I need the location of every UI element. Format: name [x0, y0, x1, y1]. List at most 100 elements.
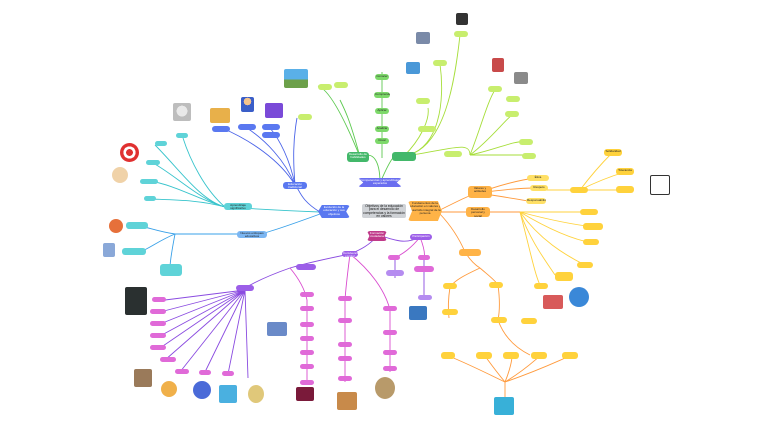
- lime-node-2[interactable]: [334, 82, 348, 88]
- topic-traditional-education[interactable]: Educación tradicional: [283, 182, 307, 189]
- col1-3[interactable]: [300, 322, 314, 327]
- blue-node-1[interactable]: [212, 126, 230, 132]
- col2-2[interactable]: [338, 318, 352, 323]
- part-node-4[interactable]: [386, 270, 404, 276]
- lime-node-9[interactable]: [488, 86, 502, 92]
- orange-leaf-2[interactable]: [476, 352, 492, 359]
- blue-node-4[interactable]: [262, 132, 280, 138]
- magenta-list-6[interactable]: [160, 357, 176, 362]
- teal-node-3[interactable]: [146, 160, 160, 165]
- col3-2[interactable]: [383, 330, 397, 335]
- topic-development-skills[interactable]: Desarrollo de habilidades: [347, 152, 369, 162]
- yellow-node-7[interactable]: [583, 239, 599, 245]
- col1-2[interactable]: [300, 306, 314, 311]
- part-node-1[interactable]: [388, 255, 400, 260]
- yellow-node-2[interactable]: Tolerancia: [616, 168, 634, 175]
- lime-node-3[interactable]: [298, 114, 312, 120]
- yellow-node-5[interactable]: [580, 209, 598, 215]
- sky-node-2[interactable]: [122, 248, 146, 255]
- topic-values-attitudes[interactable]: Valores y actitudes: [468, 186, 492, 198]
- topic-school-coexistence[interactable]: Convivencia escolar: [342, 251, 358, 257]
- orange-leaf-3[interactable]: [503, 352, 519, 359]
- col3-4[interactable]: [383, 366, 397, 371]
- magenta-list-5[interactable]: [150, 345, 166, 350]
- part-node-5[interactable]: [418, 295, 432, 300]
- lime-node-12[interactable]: [522, 153, 536, 159]
- main-branch-left[interactable]: Evolución de la educación y sus objetivo…: [318, 205, 350, 218]
- teal-node-1[interactable]: [176, 133, 188, 138]
- lime-node-1[interactable]: [318, 84, 332, 90]
- lime-node-11[interactable]: [519, 139, 533, 145]
- col1-5[interactable]: [300, 350, 314, 355]
- orange-tree-root[interactable]: [459, 249, 481, 256]
- yellow-node-10[interactable]: [534, 283, 548, 289]
- teal-node-4[interactable]: [140, 179, 158, 184]
- purple-node-2[interactable]: [236, 285, 254, 291]
- magenta-list-4[interactable]: [150, 333, 166, 338]
- lime-node-5[interactable]: [416, 98, 430, 104]
- chain-node-1[interactable]: Conocer: [375, 74, 389, 80]
- col2-4[interactable]: [338, 356, 352, 361]
- col1-6[interactable]: [300, 364, 314, 369]
- col2-5[interactable]: [338, 376, 352, 381]
- lime-node-8[interactable]: [444, 151, 462, 157]
- teal-node-5[interactable]: [144, 196, 156, 201]
- main-branch-right[interactable]: Fundamentos de la educación en valores y…: [408, 201, 442, 221]
- yellow-node-8[interactable]: [577, 262, 593, 268]
- col2-3[interactable]: [338, 342, 352, 347]
- sky-node-3[interactable]: [160, 264, 182, 276]
- orange-tree-b[interactable]: [443, 283, 457, 289]
- col3-1[interactable]: [383, 306, 397, 311]
- topic-participation[interactable]: Participación: [410, 234, 432, 240]
- yellow-node-1[interactable]: Solidaridad: [604, 149, 622, 156]
- main-branch-top[interactable]: Competencias y aprendizajes esperados: [358, 178, 402, 187]
- lime-node-4[interactable]: [418, 126, 436, 132]
- blue-node-2[interactable]: [238, 124, 256, 130]
- topic-new-approaches[interactable]: Nuevos enfoques educativos: [237, 231, 267, 238]
- col1-7[interactable]: [300, 380, 314, 385]
- yellow-node-9[interactable]: [555, 272, 573, 281]
- magenta-list-8[interactable]: [199, 370, 211, 375]
- magenta-list-7[interactable]: [175, 369, 189, 374]
- magenta-list-3[interactable]: [150, 321, 166, 326]
- chain-node-3[interactable]: Aplicar: [375, 108, 389, 114]
- lime-node-13[interactable]: [506, 96, 520, 102]
- col3-3[interactable]: [383, 350, 397, 355]
- chain-node-5[interactable]: Crear: [375, 138, 389, 144]
- part-node-2[interactable]: [418, 255, 430, 260]
- blue-node-3[interactable]: [262, 124, 280, 130]
- magenta-list-2[interactable]: [150, 309, 166, 314]
- lime-node-7[interactable]: [454, 31, 468, 37]
- col2-1[interactable]: [338, 296, 352, 301]
- purple-node-1[interactable]: [296, 264, 316, 270]
- part-node-3[interactable]: [414, 266, 434, 272]
- col1-4[interactable]: [300, 336, 314, 341]
- orange-sub-1[interactable]: Ética: [527, 175, 549, 181]
- topic-meaningful-learning[interactable]: Aprendizaje significativo: [224, 203, 252, 210]
- chain-node-2[interactable]: Comprender: [374, 92, 390, 98]
- orange-leaf-1[interactable]: [441, 352, 455, 359]
- central-topic[interactable]: Objetivos de la educación para el desarr…: [362, 204, 406, 218]
- topic-green-right[interactable]: [392, 152, 416, 161]
- sky-node-1[interactable]: [126, 222, 148, 229]
- yellow-node-4[interactable]: [570, 187, 588, 193]
- magenta-list-1[interactable]: [152, 297, 166, 302]
- magenta-list-9[interactable]: [222, 371, 234, 376]
- orange-tree-e[interactable]: [521, 318, 537, 324]
- teal-node-2[interactable]: [155, 141, 167, 146]
- main-branch-bottom[interactable]: Formación ciudadana: [367, 231, 387, 241]
- orange-leaf-4[interactable]: [531, 352, 547, 359]
- yellow-node-6[interactable]: [583, 223, 603, 230]
- orange-sub-2[interactable]: Respeto: [530, 185, 548, 191]
- orange-tree-a[interactable]: [489, 282, 503, 288]
- topic-personal-social[interactable]: Desarrollo personal y social: [466, 207, 490, 217]
- lime-node-10[interactable]: [505, 111, 519, 117]
- orange-tree-d[interactable]: [491, 317, 507, 323]
- lime-node-6[interactable]: [433, 60, 447, 66]
- orange-sub-3[interactable]: Responsabilidad: [526, 198, 546, 204]
- col1-1[interactable]: [300, 292, 314, 297]
- orange-leaf-5[interactable]: [562, 352, 578, 359]
- orange-tree-c[interactable]: [442, 309, 458, 315]
- chain-node-4[interactable]: Analizar: [375, 126, 389, 132]
- yellow-node-3[interactable]: [616, 186, 634, 193]
